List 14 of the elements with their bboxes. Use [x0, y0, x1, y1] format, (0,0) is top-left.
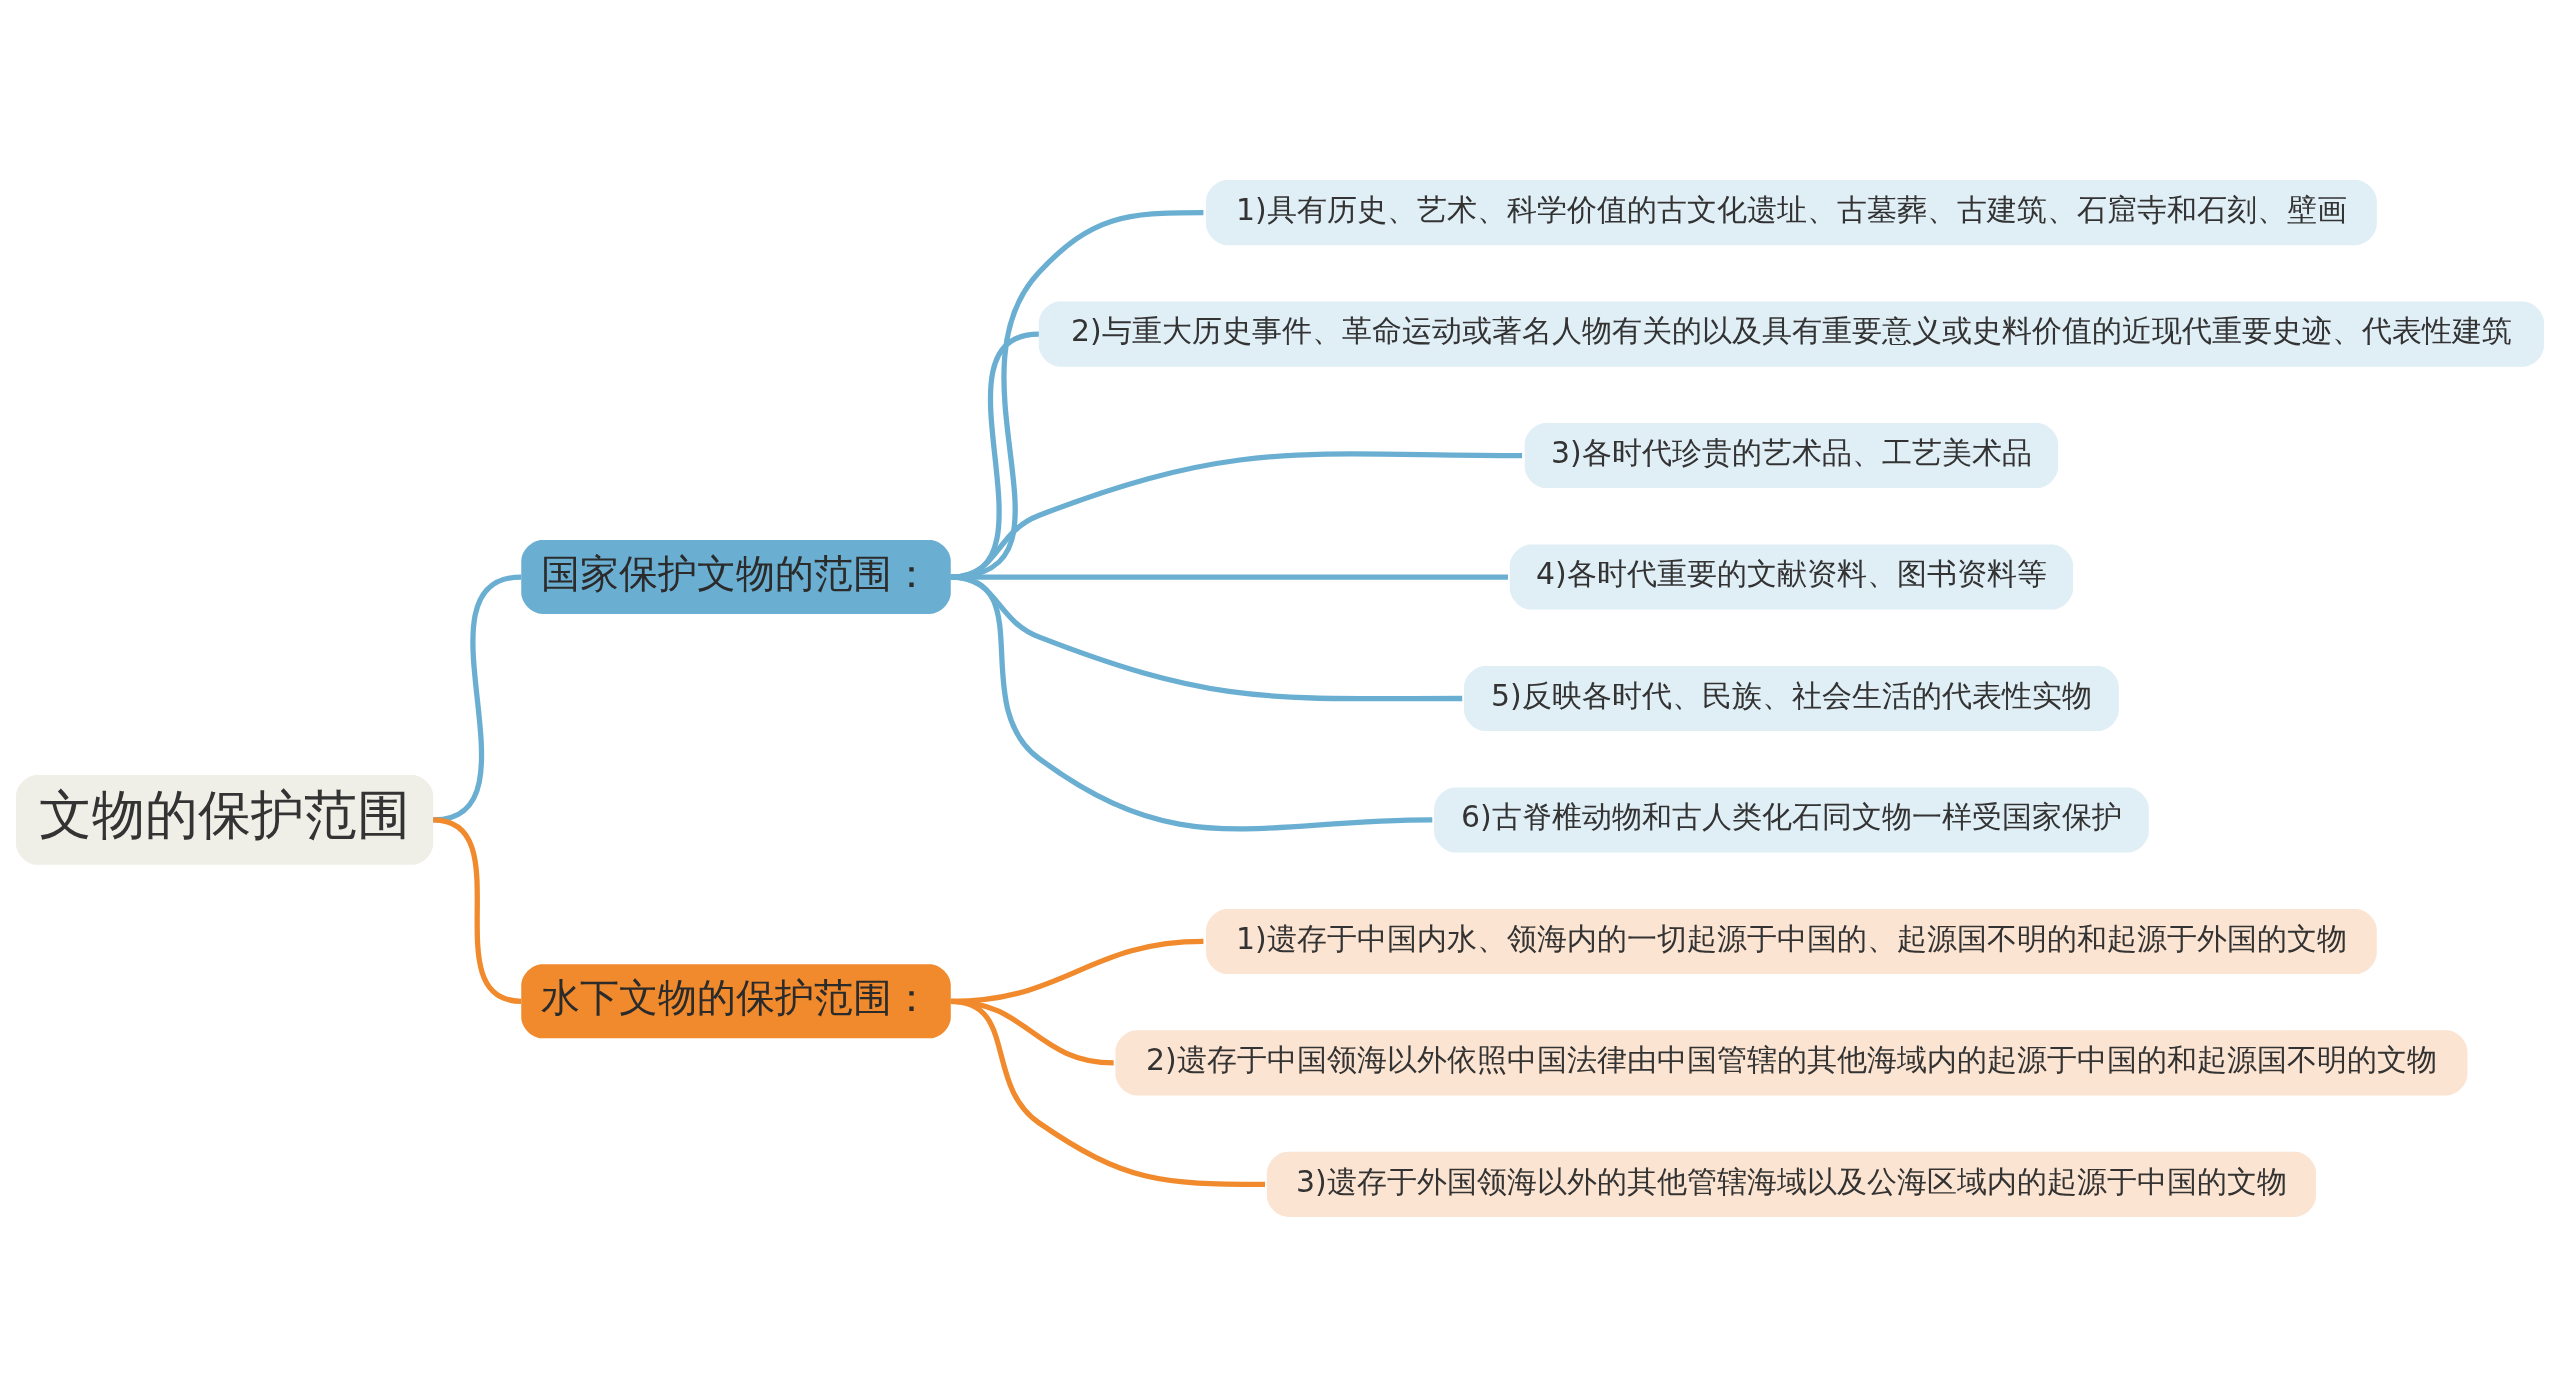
node-box: 3)遗存于外国领海以外的其他管辖海域以及公海区域内的起源于中国的文物 — [1266, 1151, 2317, 1217]
node-box: 5)反映各时代、民族、社会生活的代表性实物 — [1463, 665, 2119, 732]
node-box: 2)遗存于中国领海以外依照中国法律由中国管辖的其他海域内的起源于中国的和起源国不明的文物 — [1115, 1030, 2468, 1096]
node-box: 水下文物的保护范围： — [521, 964, 951, 1039]
connector — [432, 817, 522, 1004]
node-box: 文物的保护范围 — [16, 775, 434, 865]
node-box: 1)具有历史、艺术、科学价值的古文化遗址、古墓葬、古建筑、石窟寺和石刻、壁画 — [1206, 180, 2377, 246]
connector — [950, 998, 1266, 1188]
node-box: 3)各时代珍贵的艺术品、工艺美术品 — [1524, 423, 2059, 489]
node-box: 6)古脊椎动物和古人类化石同文物一样受国家保护 — [1434, 787, 2149, 853]
node-box: 1)遗存于中国内水、领海内的一切起源于中国的、起源国不明的和起源于外国的文物 — [1206, 908, 2377, 974]
node-box: 4)各时代重要的文献资料、图书资料等 — [1509, 544, 2074, 610]
node-box: 国家保护文物的范围： — [521, 540, 951, 614]
node-box: 2)与重大历史事件、革命运动或著名人物有关的以及具有重要意义或史料价值的近现代重要史迹、代表性建筑 — [1038, 301, 2544, 367]
